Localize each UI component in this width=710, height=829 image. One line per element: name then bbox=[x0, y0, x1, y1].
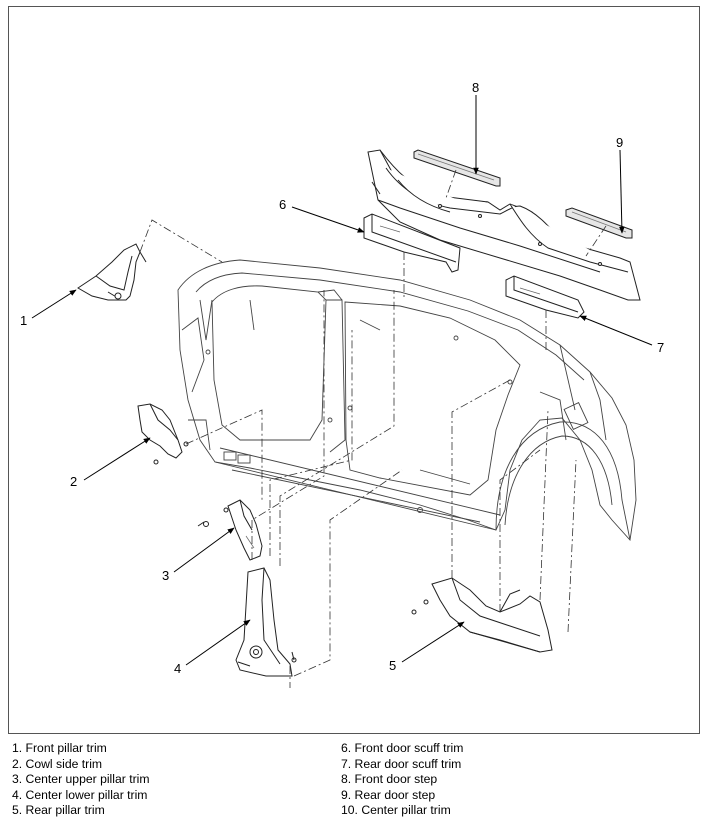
legend-item: 6. Front door scuff trim bbox=[341, 741, 464, 755]
callout-2: 2 bbox=[70, 474, 77, 489]
front-door-scuff-trim bbox=[363, 213, 461, 273]
callout-1: 1 bbox=[20, 313, 27, 328]
callout-labels: 1 2 3 4 5 6 7 8 9 bbox=[20, 80, 664, 676]
legend-item: 5. Rear pillar trim bbox=[12, 803, 105, 818]
front-pillar-trim bbox=[77, 243, 147, 301]
callout-5: 5 bbox=[389, 658, 396, 673]
legend-column-right: 6. Front door scuff trim 7. Rear door sc… bbox=[341, 741, 463, 819]
callout-7: 7 bbox=[657, 340, 664, 355]
center-lower-pillar-trim bbox=[235, 567, 297, 677]
callout-arrow-1 bbox=[31, 289, 77, 319]
sill-panel bbox=[367, 149, 641, 301]
callout-arrow-7 bbox=[579, 315, 653, 346]
callout-arrow-6 bbox=[291, 206, 365, 233]
callout-8: 8 bbox=[472, 80, 479, 95]
body-side-frame bbox=[177, 259, 637, 542]
callout-arrow-4 bbox=[185, 619, 251, 666]
rear-pillar-trim bbox=[411, 577, 553, 653]
callout-arrow-2 bbox=[83, 437, 151, 481]
diagram-frame bbox=[8, 6, 700, 734]
callout-4: 4 bbox=[174, 661, 181, 676]
cowl-side-trim bbox=[137, 403, 189, 465]
legend-item: 2. Cowl side trim bbox=[12, 756, 103, 771]
legend-column-left: 1. Front pillar trim 2. Cowl side trim 3… bbox=[12, 741, 150, 819]
callout-arrow-9 bbox=[619, 149, 625, 234]
assembly-leader-lines bbox=[139, 169, 607, 688]
rear-door-scuff-trim bbox=[505, 275, 585, 319]
callout-6: 6 bbox=[279, 197, 286, 212]
legend-item: 1. Front pillar trim bbox=[12, 741, 107, 755]
callout-3: 3 bbox=[162, 568, 169, 583]
legend-item: 7. Rear door scuff trim bbox=[341, 756, 462, 771]
front-door-step bbox=[413, 149, 501, 187]
exploded-trim-diagram: 1 2 3 4 5 6 7 8 9 bbox=[20, 80, 664, 688]
legend-item: 4. Center lower pillar trim bbox=[12, 787, 148, 802]
callout-arrows bbox=[31, 95, 653, 666]
callout-9: 9 bbox=[616, 135, 623, 150]
callout-arrow-5 bbox=[401, 621, 465, 663]
center-upper-pillar-trim bbox=[197, 499, 263, 561]
legend-item: 8. Front door step bbox=[341, 772, 438, 787]
legend-item: 3. Center upper pillar trim bbox=[12, 772, 150, 787]
rear-door-step bbox=[565, 207, 633, 239]
legend-item: 9. Rear door step bbox=[341, 787, 436, 802]
legend-item: 10. Center pillar trim bbox=[341, 803, 451, 818]
callout-arrow-3 bbox=[173, 527, 235, 573]
